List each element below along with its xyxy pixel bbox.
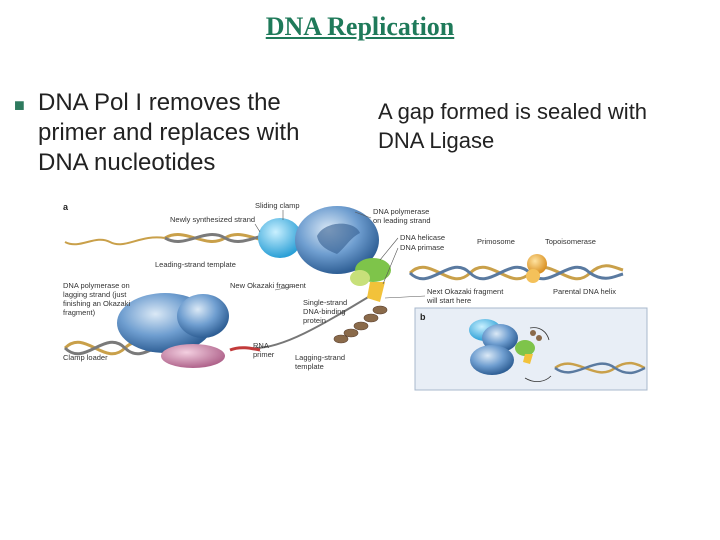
slide-title: DNA Replication	[265, 12, 455, 41]
bullet-text: DNA Pol I removes the primer and replace…	[38, 89, 300, 176]
label-rna-primer-1: RNA	[253, 341, 269, 350]
label-new-strand: Newly synthesized strand	[170, 215, 255, 224]
replication-fork-diagram: a Sliding clamp Newly synthesized s	[63, 201, 648, 391]
label-primase: DNA primase	[400, 243, 444, 252]
label-sliding-clamp: Sliding clamp	[255, 201, 300, 210]
leader-lines	[254, 210, 426, 299]
parental-dna-helix	[408, 264, 624, 281]
label-pol-lagging-4: fragment)	[63, 308, 96, 317]
label-next-okazaki-2: will start here	[426, 296, 471, 305]
label-primosome: Primosome	[477, 237, 515, 246]
panel-b-label: b	[420, 312, 426, 322]
panel-a-label: a	[63, 202, 69, 212]
leading-strand-helix	[64, 233, 286, 246]
label-ssb-3: protein	[303, 316, 326, 325]
label-pol-lagging-3: finishing an Okazaki	[63, 299, 130, 308]
label-next-okazaki-1: Next Okazaki fragment	[427, 287, 504, 296]
label-leading-template: Leading-strand template	[155, 260, 236, 269]
ssb-proteins	[333, 305, 388, 344]
bullet-square-icon: ■	[14, 95, 25, 115]
label-lagging-template-2: template	[295, 362, 324, 371]
label-pol-lagging-2: lagging strand (just	[63, 290, 127, 299]
label-topoisomerase: Topoisomerase	[545, 237, 596, 246]
label-rna-primer-2: primer	[253, 350, 275, 359]
sliding-clamp-upper	[258, 218, 302, 258]
label-parental: Parental DNA helix	[553, 287, 616, 296]
panel-b-inset: b	[414, 307, 648, 391]
bullet-point: ■ DNA Pol I removes the primer and repla…	[14, 88, 354, 178]
ligase-text: A gap formed is sealed with DNA Ligase	[378, 99, 648, 153]
label-helicase: DNA helicase	[400, 233, 445, 242]
rna-primer	[229, 346, 261, 352]
label-new-okazaki: New Okazaki fragment	[230, 281, 307, 290]
label-clamp-loader: Clamp loader	[63, 353, 108, 362]
label-pol-leading-2: on leading strand	[373, 216, 431, 225]
clamp-loader	[161, 344, 225, 368]
label-lagging-template-1: Lagging-strand	[295, 353, 345, 362]
label-pol-leading-1: DNA polymerase	[373, 207, 429, 216]
topoisomerase-protein	[527, 254, 547, 274]
label-ssb-2: DNA-binding	[303, 307, 346, 316]
label-ssb-1: Single-strand	[303, 298, 347, 307]
label-pol-lagging-1: DNA polymerase on	[63, 281, 130, 290]
primase-protein	[367, 282, 385, 302]
